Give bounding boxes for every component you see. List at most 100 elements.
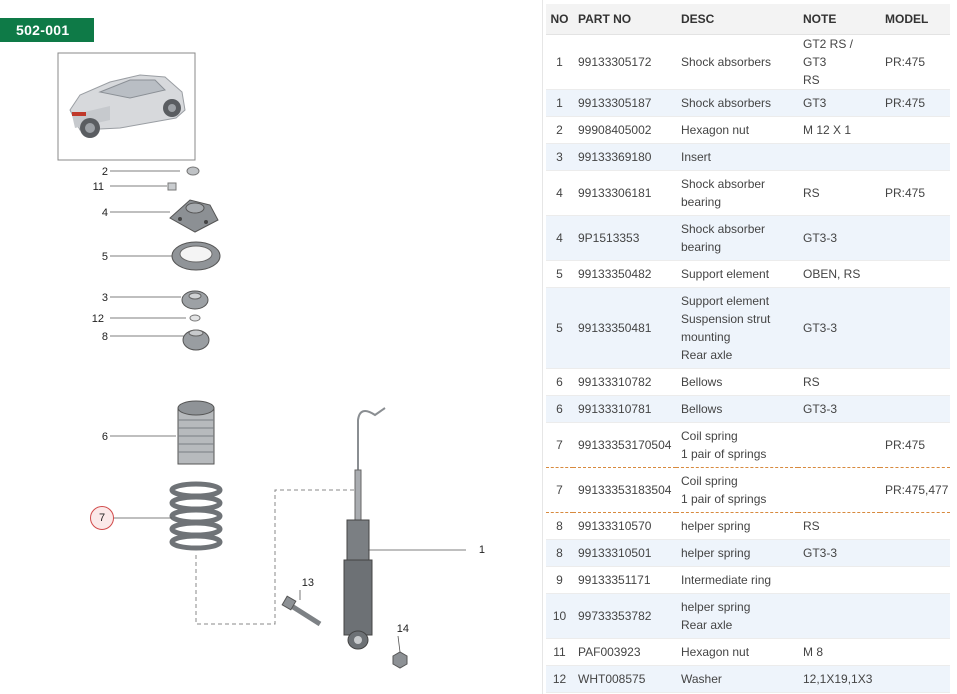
col-header-note[interactable]: NOTE — [798, 4, 880, 35]
cell-desc: Shock absorbers — [676, 34, 798, 90]
cell-note: GT3-3 — [798, 287, 880, 369]
cell-model: PR:475 — [880, 422, 950, 468]
cell-note: OBEN, RS — [798, 260, 880, 288]
note-line: GT3-3 — [803, 231, 838, 245]
cell-no: 3 — [546, 143, 573, 171]
col-header-no[interactable]: NO — [546, 4, 573, 35]
part-12-washer[interactable] — [189, 314, 201, 322]
callout-7-highlighted[interactable]: 7 — [90, 506, 114, 530]
cell-note: GT3-3 — [798, 395, 880, 423]
callout-6[interactable]: 6 — [101, 431, 108, 443]
cell-model — [880, 260, 950, 288]
cell-no: 8 — [546, 512, 573, 540]
cell-note: M 8 — [798, 638, 880, 666]
cell-model: PR:475,477 — [880, 467, 950, 513]
callout-3[interactable]: 3 — [101, 292, 108, 304]
cell-desc: Coil spring 1 pair of springs — [676, 422, 798, 468]
col-header-part-no[interactable]: PART NO — [573, 4, 676, 35]
cell-model — [880, 215, 950, 261]
part-14-nut[interactable] — [392, 651, 408, 669]
part-7-coil-spring[interactable] — [169, 481, 223, 551]
desc-line: Rear axle — [681, 618, 733, 632]
cell-desc: Hexagon nut — [676, 116, 798, 144]
cell-desc: helper spring — [676, 539, 798, 567]
cell-part-no: 99133310570 — [573, 512, 676, 540]
callout-4[interactable]: 4 — [101, 207, 108, 219]
cell-no: 11 — [546, 638, 573, 666]
note-line: GT3-3 — [803, 321, 838, 335]
part-3-insert[interactable] — [181, 290, 209, 310]
note-line: GT2 RS / GT3 — [803, 37, 854, 69]
cell-desc: Hexagon nut — [676, 638, 798, 666]
note-line: M 8 — [803, 645, 824, 659]
note-line: GT3 — [803, 96, 827, 110]
exploded-diagram-panel: 502-001 — [0, 0, 543, 694]
car-thumbnail[interactable] — [57, 52, 196, 161]
callout-2[interactable]: 2 — [101, 166, 108, 178]
note-line: M 12 X 1 — [803, 123, 852, 137]
cell-part-no: 99133351171 — [573, 566, 676, 594]
cell-note — [798, 593, 880, 639]
cell-note: GT3-3 — [798, 215, 880, 261]
part-13-bolt[interactable] — [281, 595, 322, 627]
desc-line: Hexagon nut — [681, 645, 750, 659]
part-6-bellows[interactable] — [177, 400, 215, 465]
cell-note — [798, 566, 880, 594]
cell-desc: helper spring — [676, 512, 798, 540]
cell-part-no: 99133350481 — [573, 287, 676, 369]
callout-8[interactable]: 8 — [101, 331, 108, 343]
desc-line: Coil spring — [681, 429, 738, 443]
callout-11[interactable]: 11 — [92, 181, 104, 193]
cell-no: 12 — [546, 665, 573, 693]
cell-desc: Bellows — [676, 368, 798, 396]
callout-14[interactable]: 14 — [396, 623, 409, 635]
cell-part-no: 99133310781 — [573, 395, 676, 423]
cell-note: RS — [798, 170, 880, 216]
callout-5[interactable]: 5 — [101, 251, 108, 263]
callout-13[interactable]: 13 — [301, 577, 314, 589]
desc-line: 1 pair of springs — [681, 447, 767, 461]
part-8-helper-spring[interactable] — [182, 329, 210, 351]
cell-no: 4 — [546, 215, 573, 261]
col-header-model[interactable]: MODEL — [880, 4, 950, 35]
callout-1[interactable]: 1 — [478, 544, 485, 556]
part-1-shock-absorber[interactable] — [343, 407, 386, 650]
cell-part-no: 99133305172 — [573, 34, 676, 90]
cell-part-no: 99133306181 — [573, 170, 676, 216]
cell-model — [880, 116, 950, 144]
section-code-badge: 502-001 — [0, 18, 94, 42]
desc-line: bearing — [681, 195, 722, 209]
note-line: GT3-3 — [803, 546, 838, 560]
part-5-support-element[interactable] — [171, 241, 221, 271]
cell-model — [880, 638, 950, 666]
part-2-nut[interactable] — [186, 166, 200, 176]
part-11-nut[interactable] — [167, 182, 177, 191]
cell-note: GT3-3 — [798, 539, 880, 567]
cell-model — [880, 539, 950, 567]
part-4-bearing[interactable] — [169, 199, 219, 233]
callout-12[interactable]: 12 — [91, 313, 104, 325]
col-header-desc[interactable]: DESC — [676, 4, 798, 35]
cell-note — [798, 143, 880, 171]
